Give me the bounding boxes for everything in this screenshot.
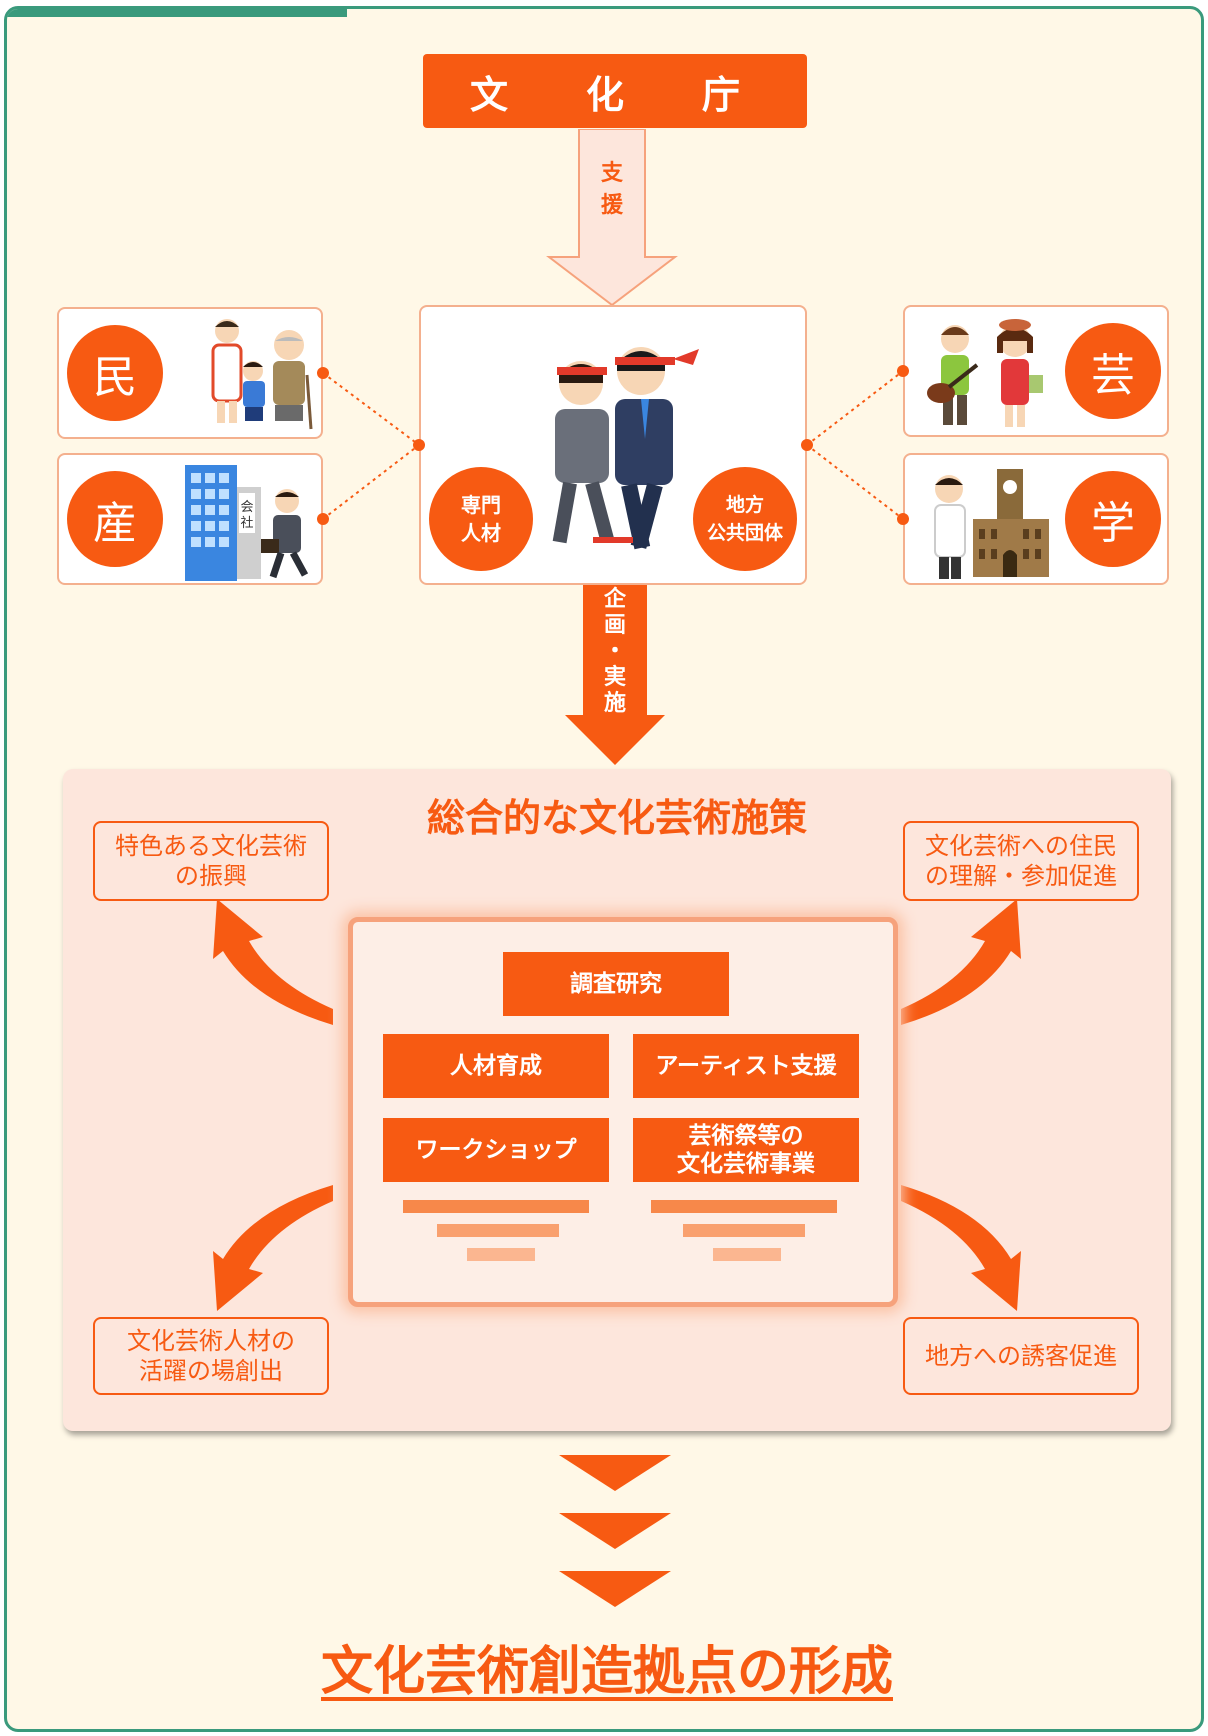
connector-dot — [317, 513, 329, 525]
activity-artist-support: アーティスト支援 — [633, 1034, 859, 1098]
musicians-illustration-icon — [927, 319, 1043, 427]
support-label-2: 援 — [600, 193, 623, 218]
effect-distinctive-arts: 特色ある文化芸術 の振興 — [93, 821, 329, 901]
sector-circle-gaku: 学 — [1065, 471, 1161, 567]
university-illustration-icon — [934, 469, 1049, 579]
activity-research: 調査研究 — [503, 952, 729, 1016]
policy-title: 総合的な文化芸術施策 — [426, 796, 807, 840]
placeholder-bar — [713, 1248, 781, 1261]
policy-area: 総合的な文化芸術施策 特色ある文化芸術 の振興 文化芸術への住民 の理解・参加促… — [63, 769, 1171, 1431]
activity-workshop: ワークショップ — [383, 1118, 609, 1182]
effect-talent-opportunities: 文化芸術人材の 活躍の場創出 — [93, 1317, 329, 1395]
connector-dot — [413, 439, 425, 451]
placeholder-bar — [403, 1200, 589, 1213]
placeholder-bar — [683, 1224, 805, 1237]
panel-industry: 産 会 社 — [57, 453, 323, 585]
plan-label-2: 画 — [603, 613, 626, 638]
panel-academia: 学 — [903, 453, 1169, 585]
partners-running-illustration-icon — [552, 347, 699, 550]
support-arrow — [546, 129, 678, 307]
down-chevrons — [559, 1455, 671, 1607]
company-sign-top: 会 — [240, 500, 253, 515]
agency-box: 文 化 庁 — [423, 54, 807, 128]
core-activities-box: 調査研究 人材育成 アーティスト支援 ワークショップ 芸術祭等の 文化芸術事業 — [348, 917, 898, 1307]
partner-circle-specialists: 専門 人材 — [429, 467, 533, 571]
plan-label-3: ・ — [603, 639, 626, 664]
plan-label-5: 施 — [603, 691, 626, 716]
diagram-frame: 文 化 庁 支 援 民 産 — [4, 6, 1204, 1732]
company-building-illustration-icon: 会 社 — [185, 465, 309, 581]
effect-resident-participation: 文化芸術への住民 の理解・参加促進 — [903, 821, 1139, 901]
sector-circle-min: 民 — [67, 325, 163, 421]
sector-circle-gei: 芸 — [1065, 323, 1161, 419]
connector-dot — [317, 367, 329, 379]
family-illustration-icon — [211, 319, 313, 430]
placeholder-bar — [651, 1200, 837, 1213]
company-sign-bottom: 社 — [240, 515, 253, 531]
activity-arts-festival: 芸術祭等の 文化芸術事業 — [633, 1118, 859, 1182]
connector-lines — [322, 370, 904, 520]
support-label-1: 支 — [600, 161, 623, 186]
connector-dot — [801, 439, 813, 451]
result-title: 文化芸術創造拠点の形成 — [320, 1642, 893, 1702]
plan-label-4: 実 — [603, 665, 626, 690]
connector-dot — [897, 513, 909, 525]
panel-center-partners: 専門 人材 地方 公共団体 — [419, 305, 807, 585]
panel-civil: 民 — [57, 307, 323, 439]
placeholder-bar — [437, 1224, 559, 1237]
activity-talent-training: 人材育成 — [383, 1034, 609, 1098]
header-tab-strip — [7, 9, 347, 17]
effect-attract-visitors: 地方への誘客促進 — [903, 1317, 1139, 1395]
plan-implement-arrow — [565, 585, 665, 765]
curved-arrows — [213, 899, 1021, 1311]
placeholder-bar — [467, 1248, 535, 1261]
panel-arts: 芸 — [903, 305, 1169, 437]
partner-circle-local-gov: 地方 公共団体 — [693, 467, 797, 571]
plan-label-1: 企 — [603, 587, 626, 612]
connector-dot — [897, 365, 909, 377]
sector-circle-san: 産 — [67, 471, 163, 567]
